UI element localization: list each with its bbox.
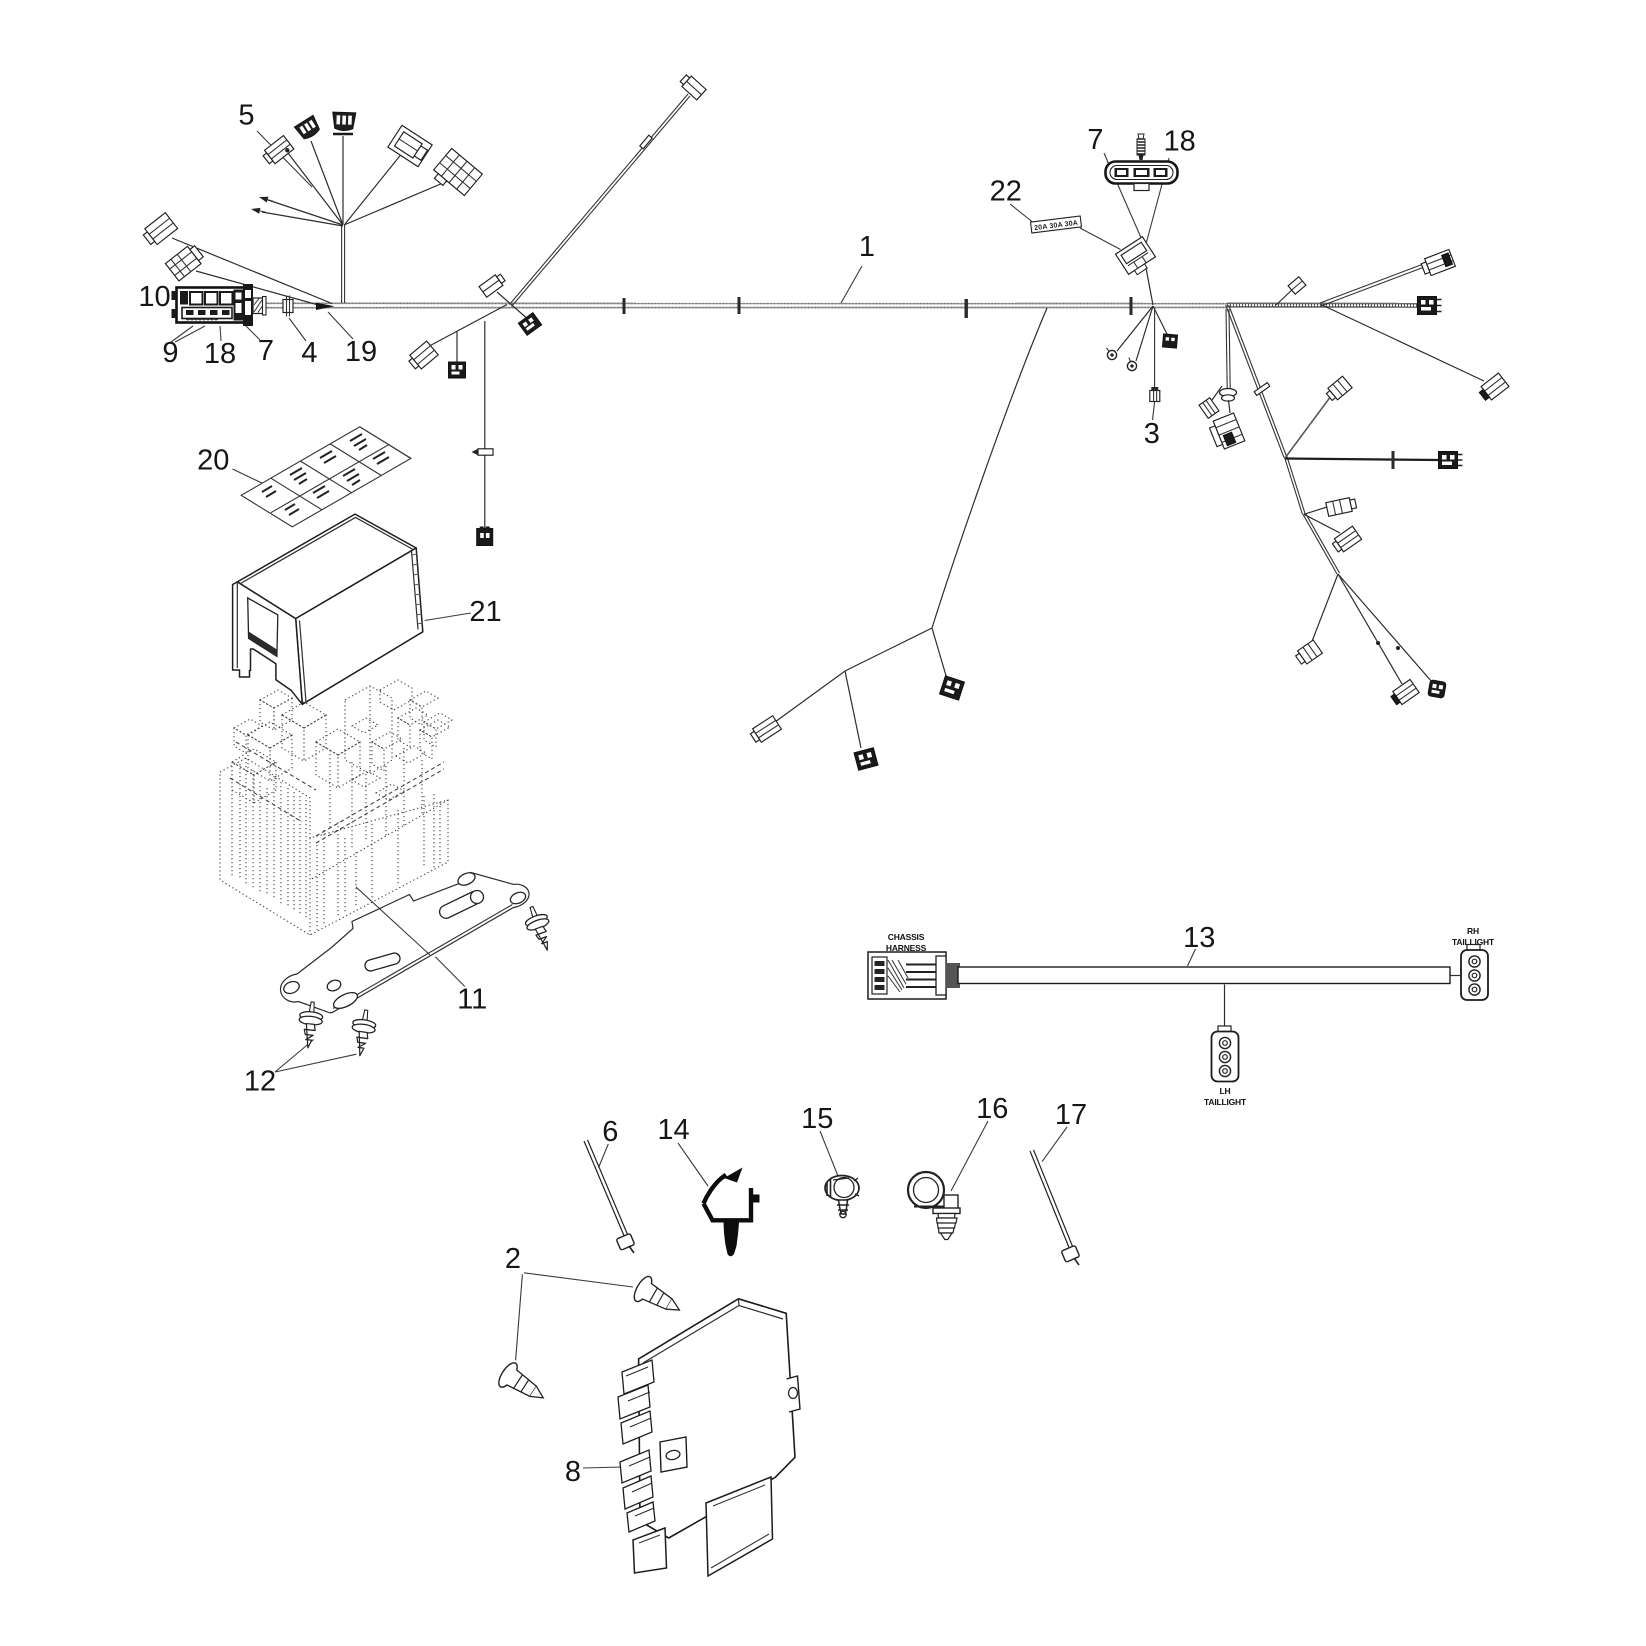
svg-text:14: 14: [657, 1114, 689, 1146]
svg-text:10: 10: [138, 281, 170, 313]
svg-text:9: 9: [162, 337, 178, 369]
svg-text:3: 3: [1144, 418, 1160, 450]
svg-text:8: 8: [565, 1456, 581, 1488]
svg-text:HARNESS: HARNESS: [886, 943, 927, 953]
svg-text:RH: RH: [1467, 926, 1479, 936]
svg-text:17: 17: [1055, 1099, 1087, 1131]
svg-text:5: 5: [238, 100, 254, 132]
svg-text:20: 20: [197, 445, 229, 477]
svg-text:21: 21: [469, 596, 501, 628]
svg-text:7: 7: [258, 335, 274, 367]
svg-text:12: 12: [244, 1066, 276, 1098]
svg-text:16: 16: [976, 1093, 1008, 1125]
svg-text:13: 13: [1183, 922, 1215, 954]
svg-text:7: 7: [1087, 124, 1103, 156]
svg-text:22: 22: [990, 176, 1022, 208]
svg-text:TAILLIGHT: TAILLIGHT: [1204, 1097, 1247, 1107]
svg-text:6: 6: [602, 1116, 618, 1148]
svg-text:TAILLIGHT: TAILLIGHT: [1452, 937, 1495, 947]
svg-text:19: 19: [345, 336, 377, 368]
svg-text:1: 1: [859, 231, 875, 263]
svg-text:CHASSIS: CHASSIS: [888, 932, 925, 942]
svg-text:15: 15: [801, 1103, 833, 1135]
svg-text:2: 2: [505, 1243, 521, 1275]
svg-text:11: 11: [457, 984, 487, 1016]
svg-text:LH: LH: [1220, 1086, 1231, 1096]
svg-text:18: 18: [204, 338, 236, 370]
svg-text:4: 4: [301, 337, 317, 369]
svg-text:18: 18: [1163, 126, 1195, 158]
